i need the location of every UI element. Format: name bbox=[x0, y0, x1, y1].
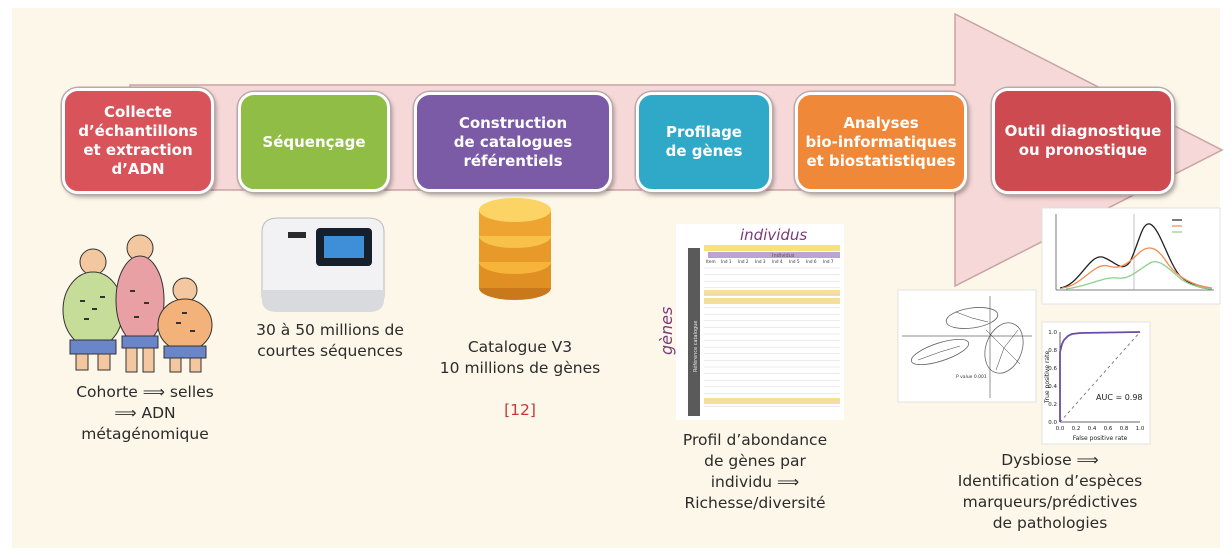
caption-profil: Profil d’abondance de gènes par individu… bbox=[682, 431, 828, 512]
roc-xlabel: False positive rate bbox=[1073, 435, 1128, 442]
table-col-4: Ind 4 bbox=[772, 259, 783, 264]
roc-xtick: 1.0 bbox=[1136, 426, 1145, 432]
table-col-3: Ind 3 bbox=[755, 259, 766, 264]
step-analyses: Analyses bio-informatiques et biostatist… bbox=[795, 92, 967, 192]
table-col-5: Ind 5 bbox=[789, 259, 800, 264]
roc-ytick: 0.6 bbox=[1048, 366, 1057, 372]
pca-thumbnail: P value 0.001 bbox=[897, 289, 1037, 403]
caption-dysbiose: Dysbiose ⟹ Identification d’espèces marq… bbox=[957, 451, 1143, 532]
roc-xticks: 0.0 0.2 0.4 0.6 0.8 1.0 bbox=[1056, 426, 1145, 432]
table-rows bbox=[704, 267, 840, 407]
roc-curve: AUC = 0.98 False positive rate True posi… bbox=[1041, 321, 1151, 445]
line-chart-thumbnail bbox=[1041, 207, 1221, 305]
table-col-7: Ind 7 bbox=[823, 259, 834, 264]
roc-xtick: 0.2 bbox=[1072, 426, 1081, 432]
caption-cohorte: Cohorte ⟹ selles ⟹ ADN métagénomique bbox=[76, 383, 214, 443]
roc-ytick: 0.0 bbox=[1048, 420, 1057, 426]
pca-p-value: P value 0.001 bbox=[956, 374, 987, 380]
roc-ylabel: True positive rate bbox=[1044, 351, 1051, 405]
roc-xtick: 0.0 bbox=[1056, 426, 1065, 432]
roc-ytick: 0.2 bbox=[1048, 402, 1057, 408]
roc-yticks: 0.0 0.2 0.4 0.6 0.8 1.0 bbox=[1048, 330, 1057, 426]
step-collecte: Collecte d’échantillons et extraction d’… bbox=[62, 88, 214, 194]
roc-xtick: 0.6 bbox=[1104, 426, 1113, 432]
table-col-1: Ind 1 bbox=[721, 259, 732, 264]
caption-sequences: 30 à 50 millions de courtes séquences bbox=[256, 321, 404, 360]
roc-ytick: 1.0 bbox=[1048, 330, 1057, 336]
table-side-label: gènes bbox=[657, 307, 676, 355]
roc-auc: AUC = 0.98 bbox=[1096, 393, 1143, 402]
table-header-band: Individus bbox=[772, 253, 795, 259]
table-side-sublabel: Référence catalogue bbox=[692, 321, 699, 372]
caption-catalogue-ref: [12] bbox=[504, 401, 536, 419]
caption-catalogue-text: Catalogue V3 10 millions de gènes bbox=[439, 338, 601, 377]
database-icon bbox=[479, 198, 551, 300]
cohort-people-icon bbox=[62, 234, 213, 373]
table-col-2: Ind 2 bbox=[738, 259, 749, 264]
sequencer-machine-icon bbox=[261, 217, 385, 312]
roc-xtick: 0.8 bbox=[1120, 426, 1129, 432]
table-columns: Item Ind 1 Ind 2 Ind 3 Ind 4 Ind 5 Ind 6… bbox=[706, 259, 834, 264]
table-title: individus bbox=[740, 226, 807, 244]
step-outil: Outil diagnostique ou pronostique bbox=[992, 88, 1174, 194]
step-catalogue: Construction de catalogues référentiels bbox=[414, 92, 612, 192]
table-col-6: Ind 6 bbox=[806, 259, 817, 264]
step-profilage: Profilage de gènes bbox=[636, 92, 772, 192]
roc-ytick: 0.8 bbox=[1048, 348, 1057, 354]
table-col-0: Item bbox=[706, 259, 716, 264]
step-sequencage: Séquençage bbox=[238, 92, 390, 192]
abundance-table: individus Individus Item Ind 1 Ind 2 Ind… bbox=[657, 224, 844, 420]
roc-ytick: 0.4 bbox=[1048, 384, 1057, 390]
caption-catalogue: Catalogue V3 10 millions de gènes [12] bbox=[430, 316, 610, 421]
roc-xtick: 0.4 bbox=[1088, 426, 1097, 432]
